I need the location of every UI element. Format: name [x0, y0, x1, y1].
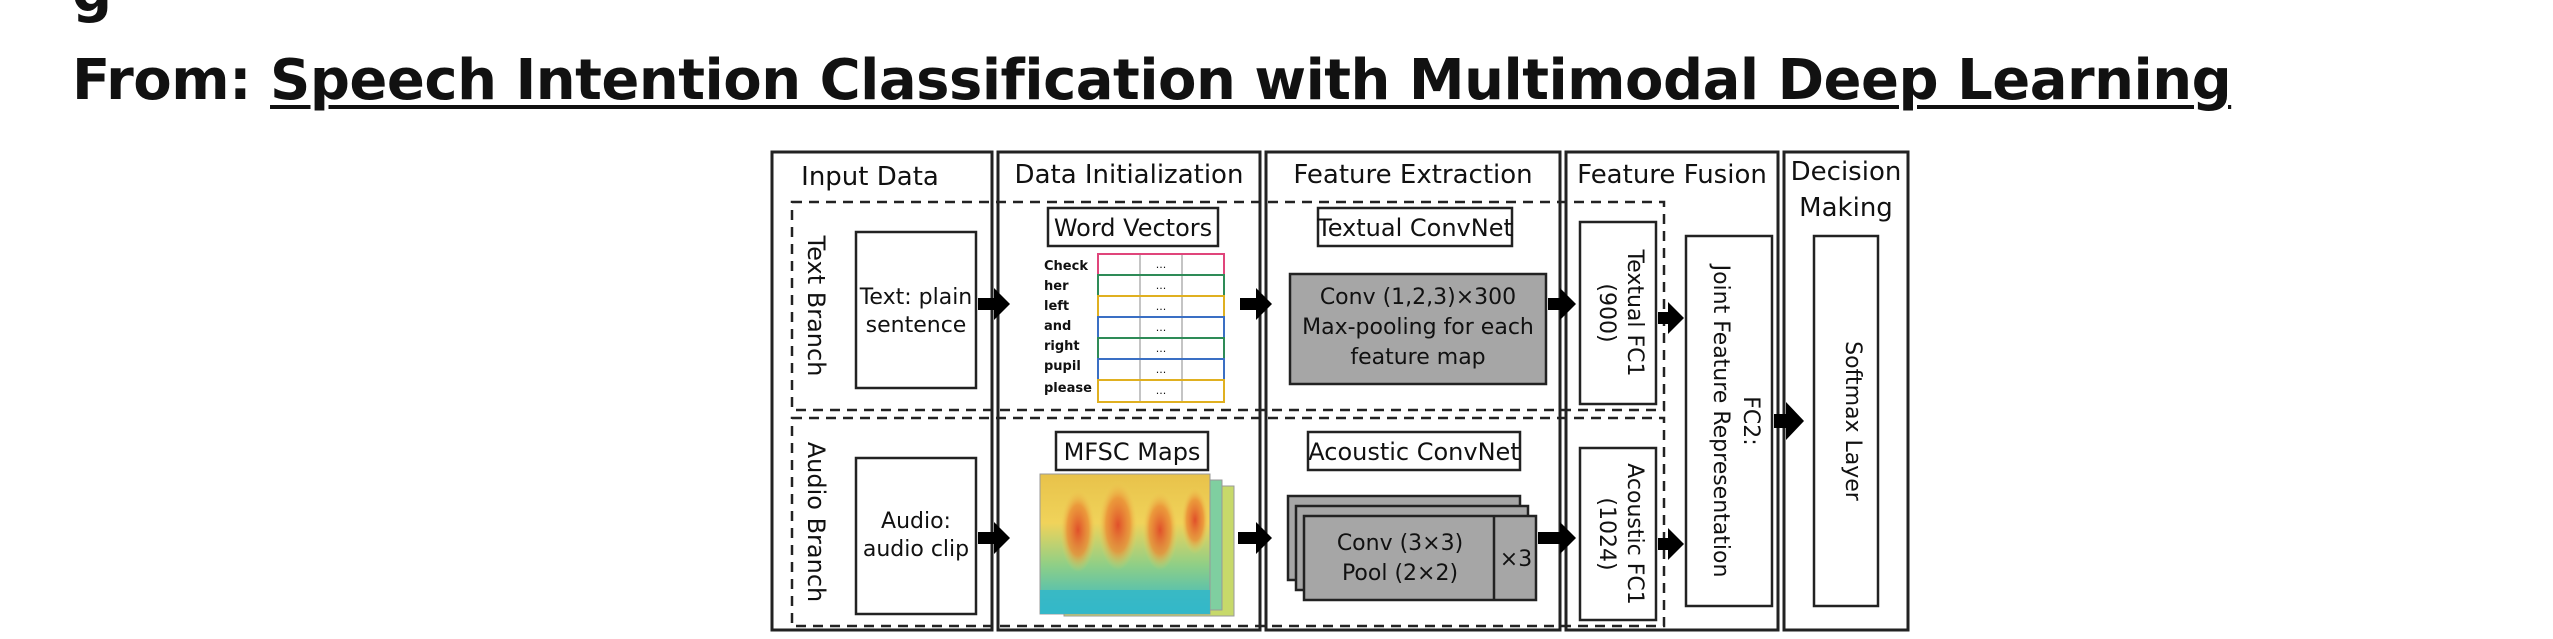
input-data-column [770, 150, 994, 632]
textual-convnet-title-box [1316, 206, 1514, 248]
arrow-audio-fc1-to-fc2 [1658, 528, 1684, 560]
textual-conv-line-3: feature map [1350, 345, 1485, 370]
acoustic-conv-line-1: Conv (3×3) [1337, 531, 1463, 556]
textual-conv-line-1: Conv (1,2,3)×300 [1320, 285, 1516, 310]
mfsc-title-box [1054, 430, 1210, 472]
word-left: left [1044, 299, 1069, 314]
word-check: Check [1044, 259, 1088, 274]
arrow-text-extract-to-fc1 [1548, 288, 1576, 320]
acoustic-fc1-label: Acoustic FC1 [1622, 463, 1647, 604]
text-branch-label: Text Branch [802, 235, 830, 377]
cell-ellipsis-5: ... [1156, 342, 1167, 355]
text-input-box [854, 230, 978, 390]
fc2-label: FC2: [1738, 396, 1763, 445]
text-input-line-2: sentence [866, 313, 967, 338]
acoustic-conv-stack [1286, 494, 1538, 602]
previous-heading-fragment: g [72, 0, 112, 25]
audio-input-line-2: audio clip [863, 537, 969, 562]
arrow-fc2-to-softmax [1774, 402, 1804, 440]
acoustic-fc1-size: (1024) [1594, 497, 1619, 570]
arrow-audio-init-to-extract [1238, 522, 1272, 554]
acoustic-conv-line-2: Pool (2×2) [1342, 561, 1458, 586]
arrow-text-input-to-init [978, 288, 1010, 320]
audio-input-line-1: Audio: [881, 509, 951, 534]
column-header-decision-2: Making [1799, 193, 1893, 223]
arrow-audio-input-to-init [978, 522, 1010, 554]
decision-making-column [1782, 150, 1910, 632]
cell-ellipsis-1: ... [1156, 258, 1167, 271]
acoustic-convnet-title: Acoustic ConvNet [1308, 438, 1519, 466]
word-pupil: pupil [1044, 359, 1081, 374]
word-vectors-title-box [1046, 206, 1220, 248]
softmax-layer-box [1812, 234, 1880, 608]
article-title-link[interactable]: Speech Intention Classification with Mul… [270, 48, 2232, 113]
cell-ellipsis-3: ... [1156, 300, 1167, 313]
column-header-decision-1: Decision [1791, 157, 1902, 187]
word-vectors-title: Word Vectors [1054, 214, 1212, 242]
source-heading: From: Speech Intention Classification wi… [72, 48, 2232, 113]
word-her: her [1044, 279, 1069, 294]
arrow-text-fc1-to-fc2 [1658, 302, 1684, 334]
mfsc-title: MFSC Maps [1064, 438, 1201, 466]
audio-input-box [854, 456, 978, 616]
acoustic-fc1-box [1578, 446, 1658, 622]
word-and: and [1044, 319, 1071, 334]
word-right: right [1044, 339, 1080, 354]
text-input-line-1: Text: plain [859, 285, 973, 310]
arrow-audio-extract-to-fc1 [1538, 522, 1576, 554]
audio-branch-label: Audio Branch [802, 442, 830, 603]
feature-fusion-column [1564, 150, 1780, 632]
arrow-text-init-to-extract [1240, 288, 1272, 320]
acoustic-conv-repeat: ×3 [1500, 547, 1532, 572]
textual-conv-line-2: Max-pooling for each [1302, 315, 1534, 340]
textual-fc1-label: Textual FC1 [1622, 248, 1647, 376]
data-initialization-column [996, 150, 1262, 632]
word-please: please [1044, 381, 1092, 396]
column-header-extract: Feature Extraction [1293, 160, 1532, 190]
mfsc-spectrogram-image [1039, 473, 1235, 617]
textual-fc1-size: (900) [1594, 283, 1619, 342]
cell-ellipsis-7: ... [1156, 384, 1167, 397]
acoustic-convnet-title-box [1306, 430, 1522, 472]
fc2-joint-box [1684, 234, 1774, 608]
cell-ellipsis-6: ... [1156, 363, 1167, 376]
feature-extraction-column [1264, 150, 1562, 632]
heading-prefix: From: [72, 48, 271, 113]
fc2-description: Joint Feature Representation [1708, 263, 1733, 578]
column-header-fusion: Feature Fusion [1577, 160, 1767, 190]
cell-ellipsis-4: ... [1156, 321, 1167, 334]
textual-conv-block [1288, 272, 1548, 386]
audio-branch-region [790, 416, 1666, 628]
column-header-input: Input Data [801, 162, 939, 192]
textual-fc1-box [1578, 220, 1658, 406]
text-branch-region [790, 200, 1666, 412]
textual-convnet-title: Textual ConvNet [1316, 214, 1513, 242]
word-vector-matrix [1097, 253, 1225, 403]
cell-ellipsis-2: ... [1156, 279, 1167, 292]
softmax-layer-label: Softmax Layer [1840, 341, 1865, 502]
column-header-init: Data Initialization [1015, 160, 1244, 190]
